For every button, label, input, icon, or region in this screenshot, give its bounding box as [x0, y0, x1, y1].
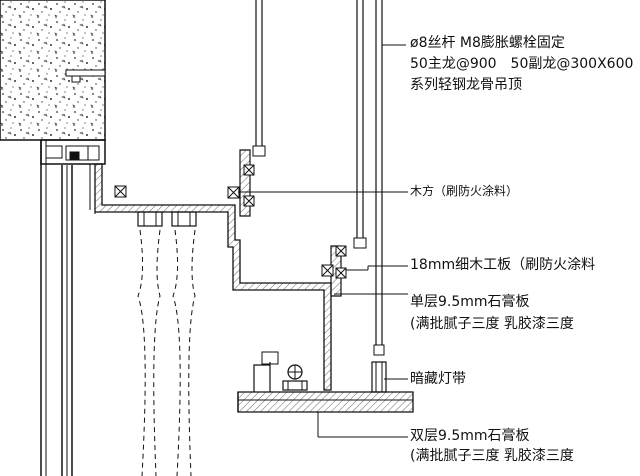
leader-lines [238, 44, 408, 438]
wood-batten-label: 木方（刷防火涂料） [410, 184, 519, 198]
window-frame [40, 139, 106, 476]
rod-spec-label: ø8丝杆 M8膨胀螺栓固定 [410, 35, 565, 51]
hanger-rods [252, 0, 387, 393]
double-gypsum-label: 双层9.5mm石膏板 [410, 428, 530, 444]
single-gypsum-label: 单层9.5mm石膏板 [410, 294, 530, 310]
ceiling-system-label: 系列轻钢龙骨吊顶 [410, 77, 522, 93]
light-cove-box [253, 351, 279, 392]
concrete-wall [0, 0, 106, 141]
timber-battens [114, 164, 347, 279]
air-diffusers [137, 211, 197, 476]
keel-spec-label: 50主龙@900 50副龙@300X600 [410, 56, 634, 72]
light-fixture [282, 364, 308, 391]
double-gypsum-finish-label: (满批腻子三度 乳胶漆三度 [410, 448, 574, 464]
stepped-gypsum-ceiling [94, 149, 414, 413]
single-gypsum-finish-label: (满批腻子三度 乳胶漆三度 [410, 316, 574, 332]
plywood-label: 18mm细木工板（刷防火涂料 [410, 257, 596, 273]
hidden-light-label: 暗藏灯带 [410, 371, 466, 387]
